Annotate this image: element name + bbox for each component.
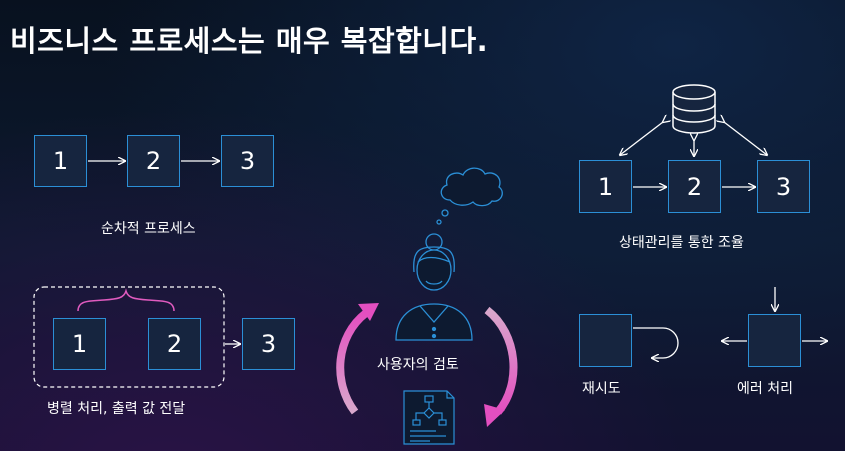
parallel-brace [77, 288, 175, 312]
parallel-step-3: 3 [242, 318, 295, 370]
state-step-3: 3 [757, 160, 810, 213]
error-handling-caption: 에러 처리 [737, 381, 793, 397]
parallel-step-2: 2 [148, 318, 201, 370]
sequential-step-2: 2 [127, 135, 180, 187]
state-caption: 상태관리를 통한 조율 [619, 235, 744, 251]
retry-box [579, 314, 632, 367]
sequential-step-3: 3 [221, 135, 274, 187]
cycle-arrow-left-head [358, 303, 379, 321]
cycle-arrow-left [336, 309, 369, 415]
cycle-arrow-right [484, 306, 518, 415]
parallel-caption: 병렬 처리, 출력 값 전달 [47, 401, 186, 417]
parallel-group-outline [33, 286, 225, 388]
sequential-step-1: 1 [34, 135, 87, 187]
sequential-caption: 순차적 프로세스 [101, 221, 196, 237]
person-icon [395, 233, 473, 341]
cycle-arrow-right-head [484, 404, 505, 427]
state-step-2: 2 [668, 160, 721, 213]
database-icon [672, 84, 716, 134]
retry-arrow [633, 327, 679, 358]
thought-cloud-icon [436, 167, 503, 225]
state-step-1: 1 [579, 160, 632, 213]
parallel-step-1: 1 [53, 318, 106, 370]
human-review-caption: 사용자의 검토 [377, 357, 459, 373]
retry-caption: 재시도 [582, 381, 621, 397]
db-link-3 [724, 122, 767, 155]
db-link-1 [620, 122, 663, 155]
flowchart-document-icon [403, 390, 455, 445]
error-handling-box [748, 314, 801, 367]
page-title: 비즈니스 프로세스는 매우 복잡합니다. [10, 24, 489, 58]
